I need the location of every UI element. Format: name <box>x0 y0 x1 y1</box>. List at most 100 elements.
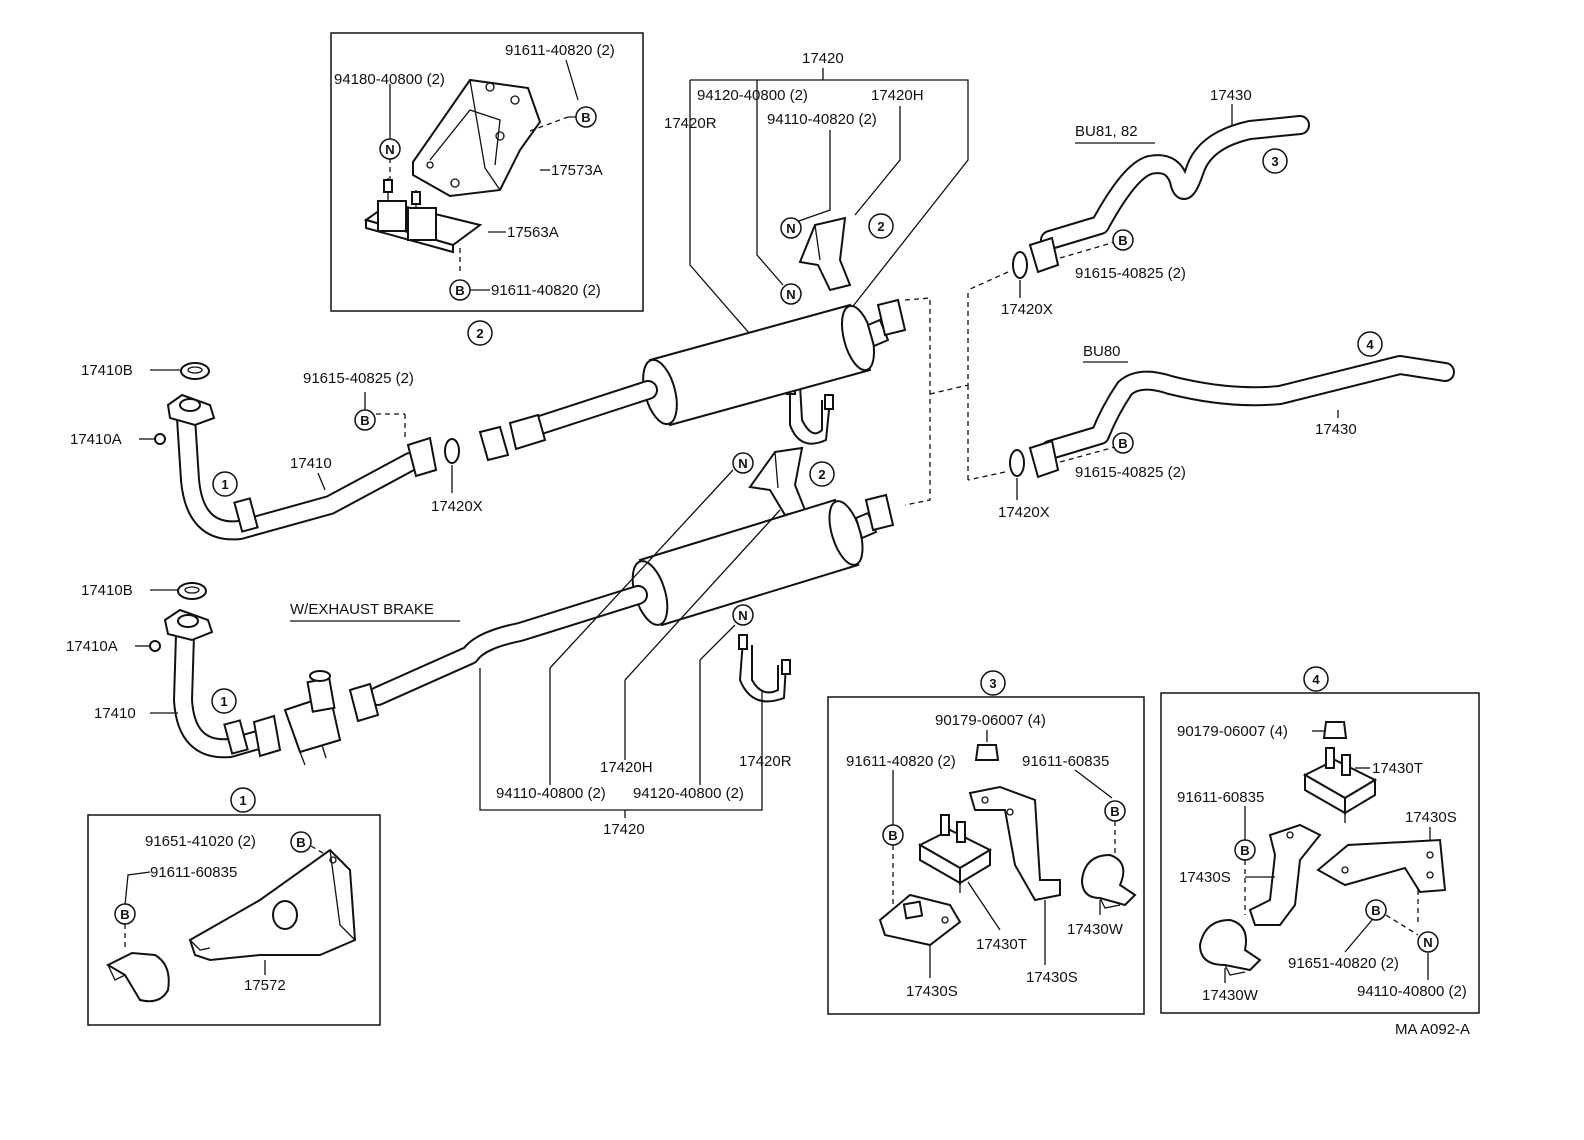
inset4-bolt-marker: B <box>1234 839 1256 915</box>
front-pipe-17410-a-flange <box>406 436 438 478</box>
inset3-bracket-17430S-b <box>968 785 1061 902</box>
tailpipe-17430-bu81 <box>1028 115 1310 274</box>
label-inset1-bolt-a: 91651-41020 (2) <box>145 833 256 850</box>
svg-text:N: N <box>738 456 747 471</box>
label-17410A-b: 17410A <box>66 638 118 655</box>
gasket-17420X-a <box>1012 251 1028 279</box>
label-bu81: BU81, 82 <box>1075 123 1138 140</box>
lower-clamp-17420 <box>748 446 807 517</box>
inset3-bracket-17430S-a <box>878 893 962 947</box>
label-17410B-b: 17410B <box>81 582 133 599</box>
label-91615-a: 91615-40825 (2) <box>1075 265 1186 282</box>
inset-box-1 <box>87 814 381 1026</box>
top-clamp-17420 <box>798 216 852 292</box>
label-inset3-nut: 90179-06007 (4) <box>935 712 1046 729</box>
inset4-bracket-17430S-b <box>1248 823 1322 926</box>
label-inset1-bolt-b: 91611-60835 <box>150 864 237 881</box>
section-marker-3-pipe: 3 <box>1262 148 1288 174</box>
label-17420X-c: 17420X <box>431 498 483 515</box>
svg-text:1: 1 <box>239 793 246 808</box>
svg-text:B: B <box>1118 436 1127 451</box>
svg-text:3: 3 <box>989 676 996 691</box>
svg-text:1: 1 <box>221 477 228 492</box>
upper-muffler <box>642 303 875 427</box>
top-nut-marker-1: N <box>780 217 802 239</box>
svg-text:B: B <box>120 907 129 922</box>
inset3-clamp-17430W <box>1080 853 1137 909</box>
svg-text:B: B <box>1118 233 1127 248</box>
label-inset4-nut: 90179-06007 (4) <box>1177 723 1288 740</box>
inset4-nut-b-marker: N <box>1417 931 1439 953</box>
label-inset2-bracket: 17573A <box>551 162 603 179</box>
inset3-nut <box>974 744 1000 761</box>
upper-tailpipe-inlet <box>478 380 658 462</box>
label-91615-b: 91615-40825 (2) <box>1075 464 1186 481</box>
label-bu80: BU80 <box>1083 343 1121 360</box>
label-inset4-17430S-b: 17430S <box>1179 869 1231 886</box>
svg-text:4: 4 <box>1366 337 1374 352</box>
section-marker-1-inset: 1 <box>230 787 256 813</box>
lower-u-bolt-17420R <box>738 634 791 703</box>
label-17430-bu80: 17430 <box>1315 421 1357 438</box>
label-bottom-17420R: 17420R <box>739 753 792 770</box>
b-marker-text: B <box>455 283 464 298</box>
inset3-bolt-a-marker: B <box>882 824 904 905</box>
inset3-mount-17430T <box>917 814 993 893</box>
label-bottom-94120: 94120-40800 (2) <box>633 785 744 802</box>
inset2-nut-marker: N <box>379 138 401 160</box>
svg-text:B: B <box>296 835 305 850</box>
exhaust-brake-flange <box>348 682 380 723</box>
label-17410-b: 17410 <box>94 705 136 722</box>
section-marker-3-inset: 3 <box>980 670 1006 696</box>
inset-2-bracket-17573A <box>412 78 542 198</box>
lower-muffler-outlet <box>854 493 895 540</box>
label-inset3-bolt-a: 91611-40820 (2) <box>846 753 956 770</box>
upper-muffler-outlet <box>866 298 907 348</box>
label-inset4-bolt-b: 91651-40820 (2) <box>1288 955 1399 972</box>
label-inset4-17430W: 17430W <box>1202 987 1259 1004</box>
label-17410B-a: 17410B <box>81 362 133 379</box>
label-top-17420: 17420 <box>802 50 844 67</box>
inset4-bracket-17430S-a <box>1316 838 1447 894</box>
label-17420X-b: 17420X <box>998 504 1050 521</box>
svg-text:4: 4 <box>1312 672 1320 687</box>
svg-text:B: B <box>888 828 897 843</box>
nut-17410A-a <box>154 433 166 445</box>
inset4-bolt-b-marker: B <box>1365 890 1419 936</box>
svg-text:B: B <box>1371 903 1380 918</box>
lower-tailpipe-inlet <box>368 585 648 706</box>
label-inset4-nut-b: 94110-40800 (2) <box>1357 983 1467 1000</box>
b-marker-text: B <box>581 110 590 125</box>
label-17420X-a: 17420X <box>1001 301 1053 318</box>
gasket-17410B-b <box>177 582 207 600</box>
inset-box-3 <box>827 696 1145 1015</box>
svg-text:2: 2 <box>877 219 884 234</box>
exhaust-brake-valve <box>283 670 342 766</box>
inset4-nut <box>1322 721 1348 739</box>
label-top-94120: 94120-40800 (2) <box>697 87 808 104</box>
section-marker-4-pipe: 4 <box>1357 331 1383 357</box>
tailpipe-17430-bu80 <box>1028 355 1455 479</box>
label-bottom-94110: 94110-40800 (2) <box>496 785 606 802</box>
label-inset1-bracket: 17572 <box>244 977 286 994</box>
inset-box-2 <box>330 32 644 312</box>
label-inset3-17430S-a: 17430S <box>906 983 958 1000</box>
gasket-17410B-a <box>180 362 210 380</box>
section-marker-2-top: 2 <box>868 213 894 239</box>
section-marker-1-a: 1 <box>212 471 238 497</box>
label-inset4-17430T: 17430T <box>1372 760 1423 777</box>
label-exhaust-brake: W/EXHAUST BRAKE <box>290 601 434 618</box>
label-inset2-top-bolt: 91611-40820 (2) <box>505 42 615 59</box>
inset1-bolt-a-marker: B <box>290 831 336 861</box>
label-17410A-a: 17410A <box>70 431 122 448</box>
front-pipe-17410-b <box>163 608 282 759</box>
svg-text:N: N <box>738 608 747 623</box>
svg-text:N: N <box>786 287 795 302</box>
inset4-mount-17430T <box>1302 747 1378 823</box>
inset4-clamp-17430W <box>1198 918 1262 976</box>
section-marker-2-inset: 2 <box>467 320 493 346</box>
svg-text:1: 1 <box>220 694 227 709</box>
label-91615-c: 91615-40825 (2) <box>303 370 414 387</box>
inset1-bracket-17572 <box>188 848 357 962</box>
label-top-17420H: 17420H <box>871 87 924 104</box>
